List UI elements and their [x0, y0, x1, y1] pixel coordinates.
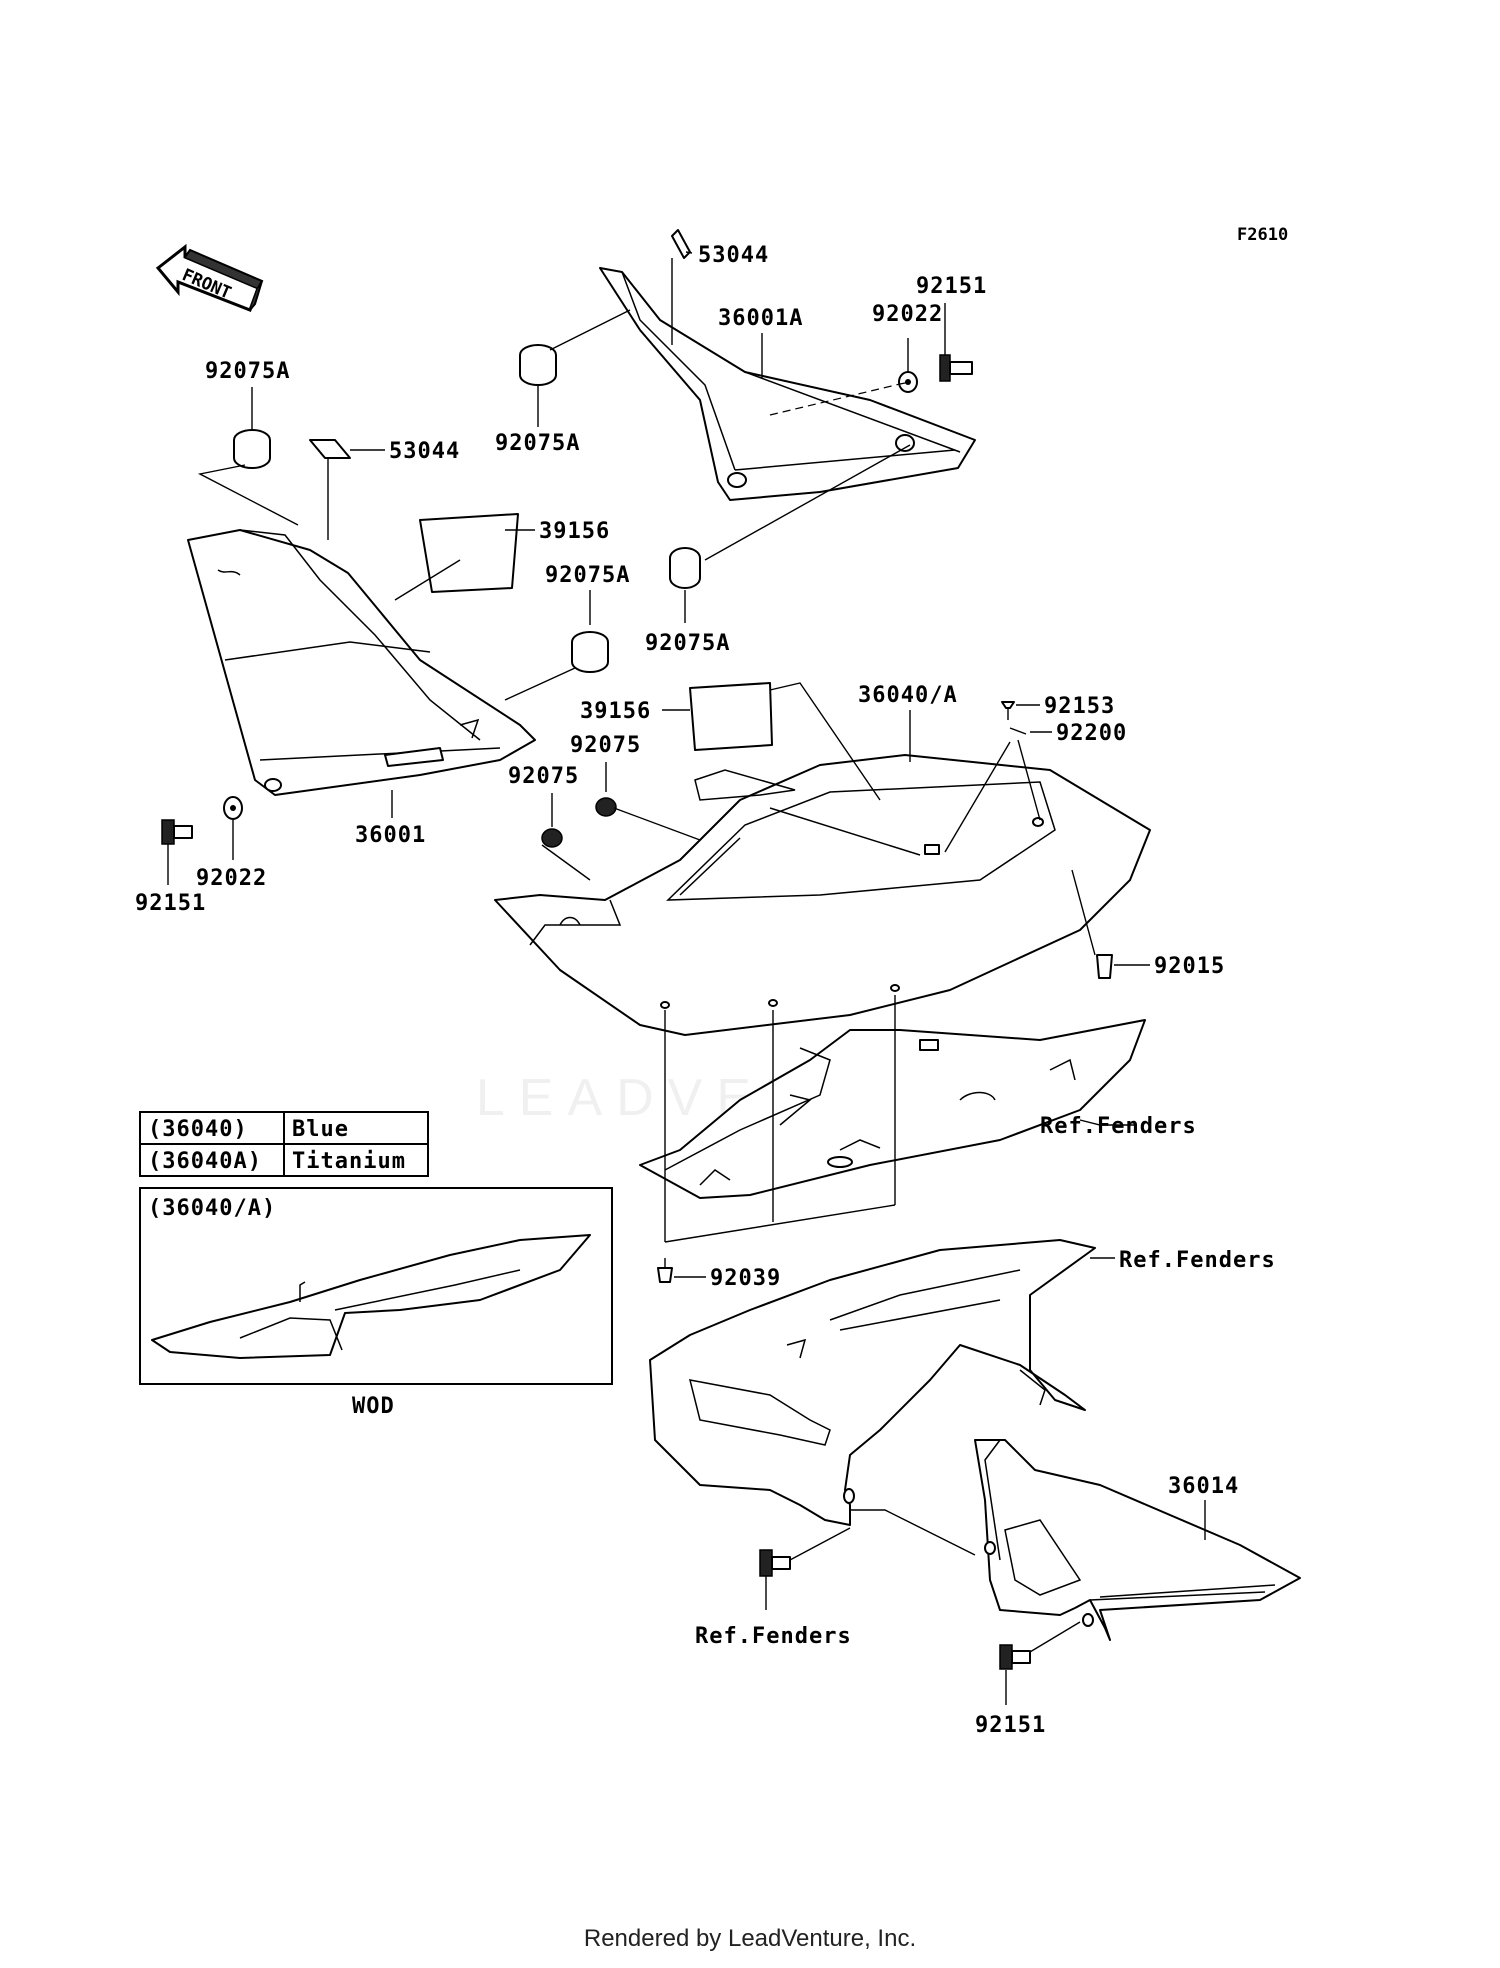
part-36040A [494, 754, 1151, 1036]
part-92151-left: 92151 [135, 819, 206, 916]
part-rear-fender [649, 1239, 1096, 1526]
part-92200: 92200 [944, 721, 1127, 853]
inset-box: (36040/A) [139, 1187, 613, 1385]
part-92153: 92153 [1001, 694, 1115, 720]
label-92039: 92039 [710, 1266, 781, 1291]
label-36001: 36001 [355, 823, 426, 848]
part-92075-a: 92075 [570, 733, 701, 841]
part-92022-left: 92022 [196, 796, 267, 891]
label-92151-top: 92151 [916, 274, 987, 299]
label-53044-left: 53044 [389, 439, 460, 464]
part-rear-undertray [639, 1019, 1146, 1199]
label-92151-bottom: 92151 [975, 1713, 1046, 1738]
part-92075A-mid: 92075A [504, 563, 630, 701]
part-bolt-lower-left: Ref.Fenders [695, 1509, 976, 1649]
label-92153: 92153 [1044, 694, 1115, 719]
label-92075-a: 92075 [570, 733, 641, 758]
label-92022-top: 92022 [872, 302, 943, 327]
label-92075A-left: 92075A [205, 359, 290, 384]
part-36001A [599, 267, 976, 501]
part-92022-top: 92022 [872, 302, 943, 393]
part-53044-left: 53044 [309, 439, 460, 540]
label-92075A-center: 92075A [645, 631, 730, 656]
part-92075A-left: 92075A [197, 359, 299, 526]
label-92015: 92015 [1154, 954, 1225, 979]
part-92151-bottom: 92151 [975, 1621, 1081, 1738]
part-36014 [974, 1439, 1301, 1641]
label-ref-fenders-1: Ref.Fenders [1040, 1114, 1197, 1139]
part-92075A-center: 92075A [645, 444, 911, 656]
label-ref-fenders-3: Ref.Fenders [695, 1624, 852, 1649]
label-92022-left: 92022 [196, 866, 267, 891]
part-36001 [187, 529, 536, 796]
part-53044-top: 53044 [671, 229, 769, 345]
part-39156-center: 39156 [580, 682, 881, 801]
label-39156-center: 39156 [580, 699, 651, 724]
color-table: (36040) Blue (36040A) Titanium [139, 1111, 429, 1177]
inset-title: (36040/A) [148, 1196, 276, 1221]
inset-caption: WOD [352, 1394, 395, 1419]
label-92075A-mid: 92075A [545, 563, 630, 588]
table-cell-color-0: Blue [292, 1117, 349, 1142]
label-92075A-topleft: 92075A [495, 431, 580, 456]
label-36014: 36014 [1168, 1474, 1239, 1499]
part-92075-b: 92075 [508, 764, 591, 881]
part-92151-top: 92151 [916, 274, 987, 382]
label-92075-b: 92075 [508, 764, 579, 789]
label-36040A: 36040/A [858, 683, 958, 708]
part-39156-left: 39156 [394, 513, 610, 601]
label-36001A: 36001A [718, 306, 803, 331]
label-92200: 92200 [1056, 721, 1127, 746]
table-cell-code-0: (36040) [148, 1117, 248, 1142]
label-39156-left: 39156 [539, 519, 610, 544]
front-arrow-icon: FRONT [155, 243, 264, 312]
footer-credit: Rendered by LeadVenture, Inc. [583, 1925, 917, 1952]
part-92015: 92015 [1071, 869, 1225, 979]
label-92151-left: 92151 [135, 891, 206, 916]
part-92075A-topleft: 92075A [495, 309, 631, 456]
table-cell-code-1: (36040A) [148, 1149, 262, 1174]
label-53044-top: 53044 [698, 243, 769, 268]
part-92039: 92039 [657, 995, 896, 1291]
table-cell-color-1: Titanium [292, 1149, 406, 1174]
label-ref-fenders-2: Ref.Fenders [1119, 1248, 1276, 1273]
diagram-code: F2610 [1237, 225, 1288, 245]
